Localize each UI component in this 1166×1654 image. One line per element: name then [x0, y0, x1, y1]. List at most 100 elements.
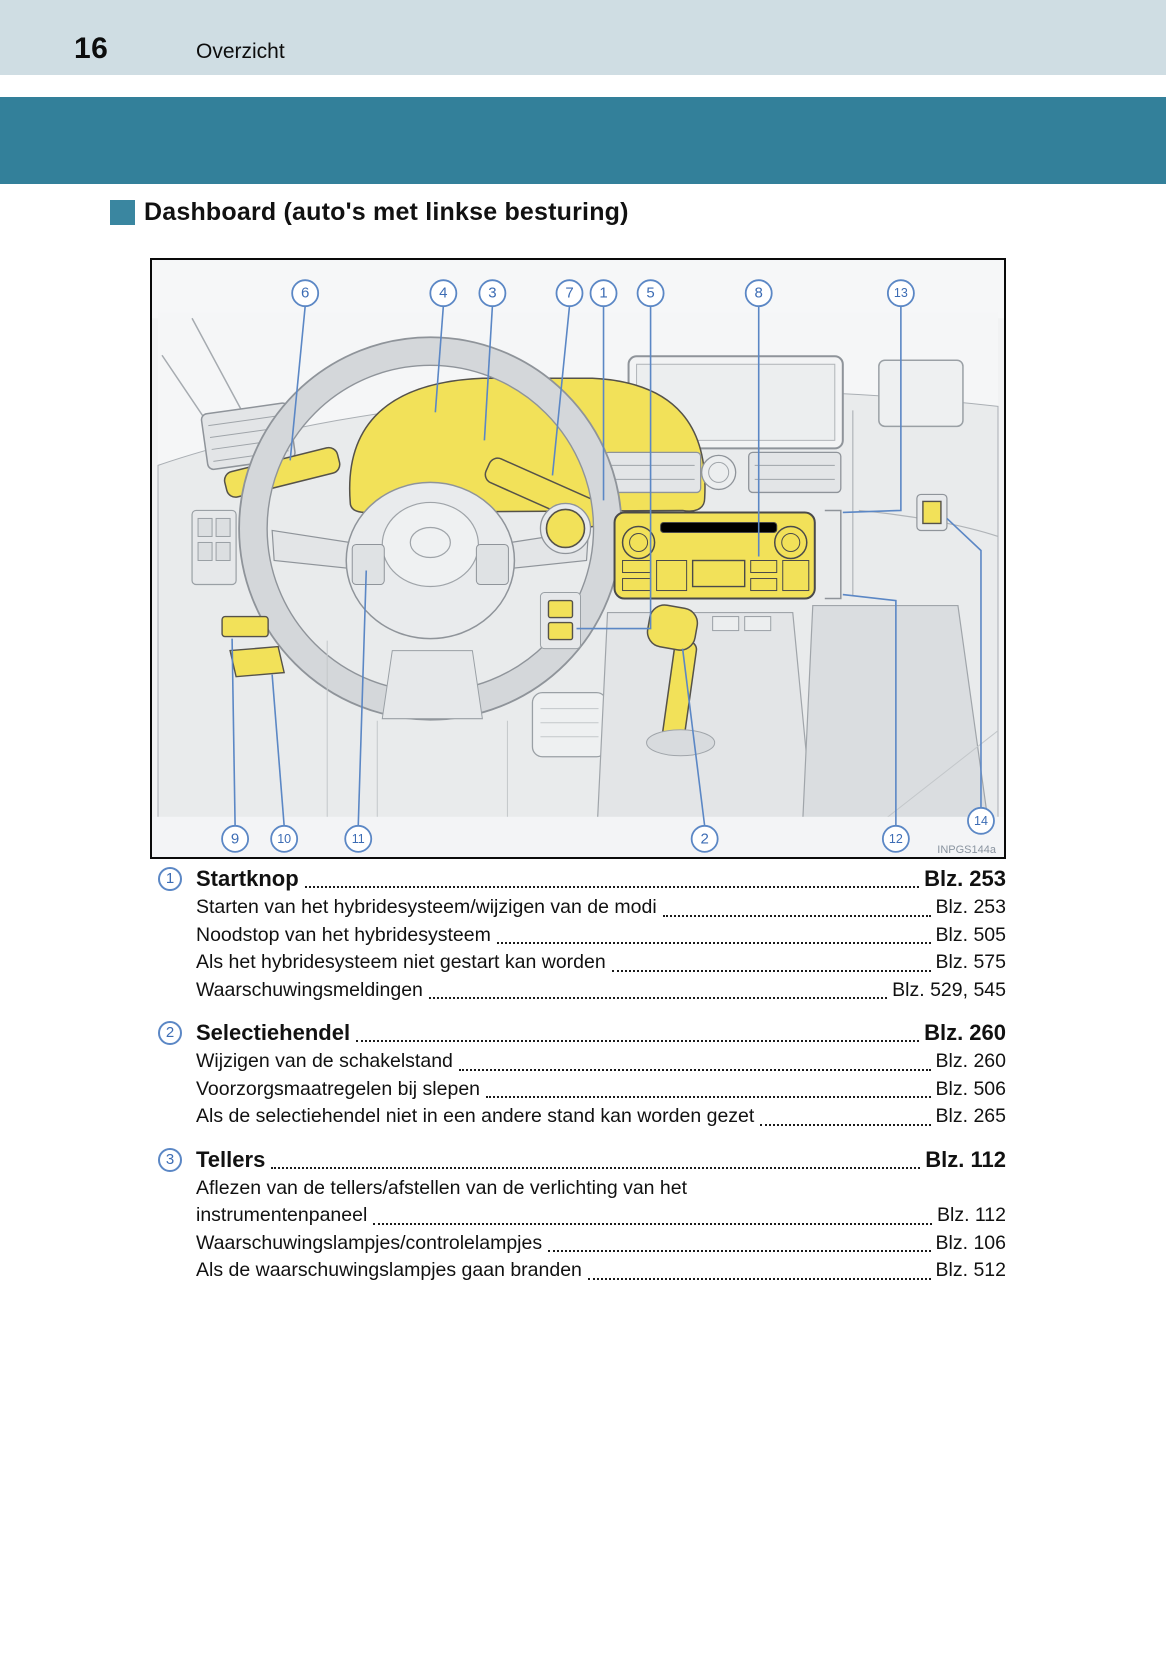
callout-1: 1 [589, 279, 618, 308]
toc-sub-row: Waarschuwingsmeldingen Blz. 529, 545 [196, 977, 1006, 1005]
callout-11: 11 [344, 824, 373, 853]
toc-sub-row: Starten van het hybridesysteem/wijzigen … [196, 894, 1006, 922]
toc-page-ref: Blz. 106 [935, 1231, 1006, 1254]
svg-text:9: 9 [231, 830, 239, 847]
toc-sub-row: Als de waarschuwingslampjes gaan branden… [196, 1257, 1006, 1285]
dots-leader [548, 1250, 931, 1252]
toc-main-row: 1 Startknop Blz. 253 [158, 864, 1006, 894]
heading-title: Dashboard (auto's met linkse besturing) [144, 198, 629, 226]
center-console [596, 611, 814, 822]
toc-page-ref: Blz. 260 [924, 1020, 1006, 1045]
panel-bracket [824, 509, 842, 600]
toc-sub-text: instrumentenpaneel [196, 1204, 368, 1226]
svg-text:6: 6 [301, 285, 309, 302]
dots-leader [373, 1222, 932, 1225]
svg-text:5: 5 [646, 285, 654, 302]
toc-page-ref: Blz. 112 [925, 1146, 1006, 1172]
toc-sub-text: Starten van het hybridesysteem/wijzigen … [196, 896, 657, 918]
footwell-lines [326, 640, 999, 822]
toc-page-ref: Blz. 265 [935, 1105, 1006, 1127]
toc-sub-text: Wijzigen van de schakelstand [196, 1050, 453, 1072]
console-switch [712, 616, 740, 632]
toc-sub-text: Voorzorgsmaatregelen bij slepen [196, 1077, 481, 1100]
header-bar: 16 Overzicht [0, 0, 1166, 75]
toc-main-row: 2 Selectiehendel Blz. 260 [158, 1018, 1006, 1048]
toc-sub-row: instrumentenpaneel Blz. 112 [196, 1202, 1006, 1230]
svg-text:3: 3 [488, 285, 496, 302]
toc-sub-row: Noodstop van het hybridesysteem Blz. 505 [196, 922, 1006, 950]
dots-leader [458, 1068, 931, 1071]
start-button-highlight [539, 502, 592, 555]
callout-4: 4 [429, 279, 458, 308]
dots-leader [496, 942, 931, 944]
center-vents [603, 451, 842, 494]
callout-8: 8 [744, 279, 773, 308]
toc-sub-text: Als de waarschuwingslampjes gaan branden [196, 1259, 582, 1281]
svg-text:8: 8 [755, 285, 763, 302]
knee-panel-highlights [221, 615, 286, 678]
callout-14: 14 [967, 806, 995, 835]
svg-text:12: 12 [889, 832, 903, 846]
dots-leader [587, 1277, 931, 1280]
toc-page-ref: Blz. 253 [935, 896, 1006, 918]
dashboard-figure: 6 4 3 7 1 5 8 13 9 10 11 2 12 14 INPGS14… [150, 258, 1006, 859]
toc-title: Startknop [196, 866, 299, 891]
callout-3: 3 [478, 279, 507, 308]
callouts: 6 4 3 7 1 5 8 13 9 10 11 2 12 14 [221, 279, 995, 853]
svg-text:7: 7 [565, 285, 573, 302]
toc-page-ref: Blz. 260 [935, 1050, 1006, 1072]
toc-page-ref: Blz. 506 [935, 1077, 1006, 1100]
svg-text:10: 10 [277, 832, 291, 846]
toc-page-ref: Blz. 253 [924, 866, 1006, 891]
toc-sub-text: Als het hybridesysteem niet gestart kan … [196, 951, 606, 973]
section-heading: Dashboard (auto's met linkse besturing) [110, 198, 629, 227]
dots-leader [760, 1123, 931, 1126]
callout-5: 5 [636, 279, 665, 308]
callout-9: 9 [221, 824, 250, 853]
toc-page-ref: Blz. 512 [935, 1259, 1006, 1281]
audio-climate-panel-highlight [613, 511, 816, 600]
toc-sub-row: Als de selectiehendel niet in een andere… [196, 1103, 1006, 1131]
figure-legend-list: 1 Startknop Blz. 253 Starten van het hyb… [158, 864, 1006, 1285]
toc-sub-row-wrap-first: Aflezen van de tellers/afstellen van de … [196, 1175, 1006, 1203]
svg-text:14: 14 [974, 814, 988, 828]
dots-leader [428, 997, 888, 999]
teal-band [0, 97, 1166, 184]
leader-lines [231, 306, 982, 826]
page-number: 16 [74, 32, 109, 65]
svg-text:2: 2 [700, 830, 708, 847]
svg-text:13: 13 [894, 286, 908, 300]
toc-number-badge: 1 [158, 867, 182, 891]
toc-sub-text: Aflezen van de tellers/afstellen van de … [196, 1176, 688, 1199]
toc-sub-text: Noodstop van het hybridesysteem [196, 923, 491, 946]
svg-text:1: 1 [599, 285, 607, 302]
left-switch-panel [191, 509, 237, 586]
toc-number-badge: 3 [158, 1147, 182, 1172]
svg-text:11: 11 [352, 832, 365, 846]
callout-7: 7 [555, 279, 584, 308]
toc-sub-text: Waarschuwingsmeldingen [196, 978, 423, 1001]
toc-title: Selectiehendel [196, 1020, 351, 1045]
toc-sub-text: Als de selectiehendel niet in een andere… [196, 1105, 755, 1127]
toc-sub-row: Waarschuwingslampjes/controlelampjes Blz… [196, 1230, 1006, 1258]
right-dash-panel [878, 359, 964, 428]
lower-switches-highlight [539, 592, 582, 650]
toc-item-tellers: 3 Tellers Blz. 112 Aflezen van de teller… [158, 1145, 1006, 1285]
figure-code: INPGS144a [937, 844, 997, 856]
callout-2: 2 [690, 824, 719, 853]
console-switch [744, 616, 772, 632]
steering-wheel [238, 336, 623, 721]
shift-lever-highlight [646, 604, 716, 757]
toc-title: Tellers [196, 1146, 266, 1172]
dashboard-illustration: 6 4 3 7 1 5 8 13 9 10 11 2 12 14 INPGS14… [152, 260, 1004, 857]
toc-item-selectiehendel: 2 Selectiehendel Blz. 260 Wijzigen van d… [158, 1018, 1006, 1131]
toc-sub-row: Voorzorgsmaatregelen bij slepen Blz. 506 [196, 1076, 1006, 1104]
toc-sub-row: Wijzigen van de schakelstand Blz. 260 [196, 1048, 1006, 1076]
toc-page-ref: Blz. 505 [935, 923, 1006, 946]
callout-6: 6 [291, 279, 320, 308]
toc-page-ref: Blz. 575 [935, 951, 1006, 973]
toc-sub-row: Als het hybridesysteem niet gestart kan … [196, 949, 1006, 977]
callout-13: 13 [886, 279, 915, 308]
toc-main-row: 3 Tellers Blz. 112 [158, 1145, 1006, 1175]
section-title: Overzicht [196, 40, 285, 63]
